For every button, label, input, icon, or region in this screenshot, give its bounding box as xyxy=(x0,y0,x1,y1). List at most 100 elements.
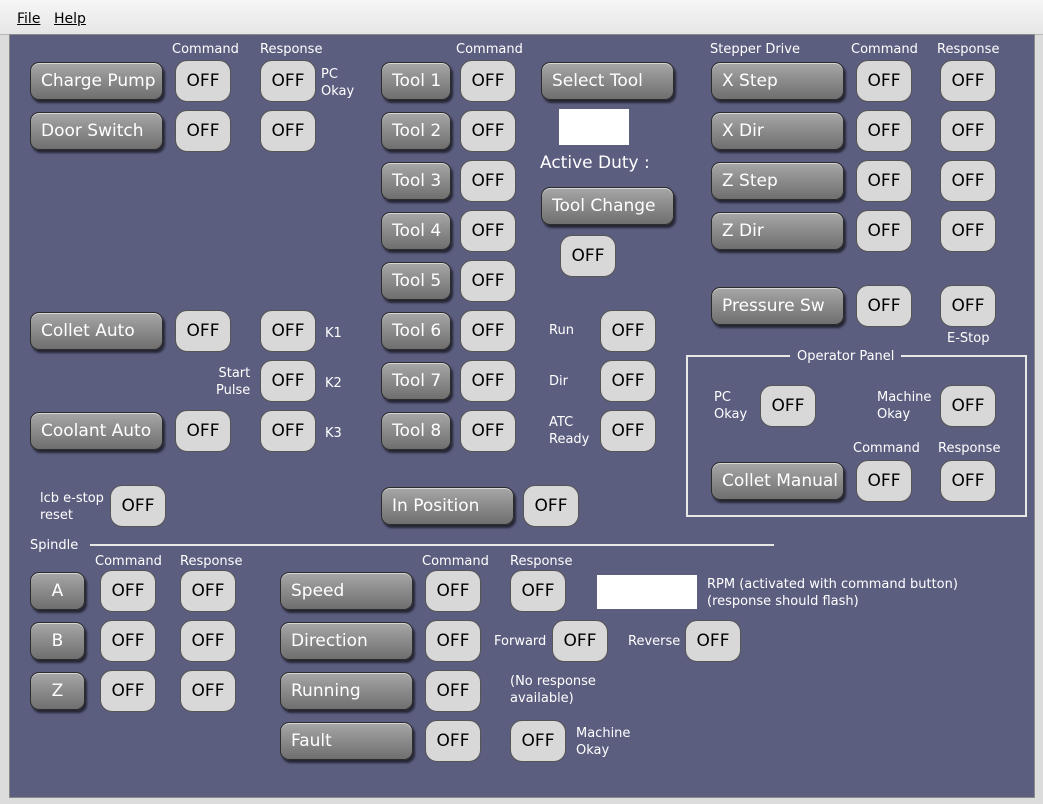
collet-manual-button[interactable]: Collet Manual xyxy=(711,462,844,500)
door-switch-command-indicator[interactable]: OFF xyxy=(175,110,231,152)
x-dir-command-indicator[interactable]: OFF xyxy=(856,110,912,152)
pressure-sw-button[interactable]: Pressure Sw xyxy=(711,287,844,325)
fault-command-indicator[interactable]: OFF xyxy=(425,720,481,762)
reverse-label: Reverse xyxy=(628,634,681,649)
k3-label: K3 xyxy=(325,426,342,441)
speed-command-indicator[interactable]: OFF xyxy=(425,570,481,612)
k1-indicator: OFF xyxy=(260,310,316,352)
operator-pc-okay-indicator: OFF xyxy=(760,385,816,427)
tool-change-button[interactable]: Tool Change xyxy=(541,187,674,225)
rpm-note: RPM (activated with command button) (res… xyxy=(707,577,958,609)
run-label: Run xyxy=(549,323,574,338)
pc-okay-label: PC Okay xyxy=(321,67,355,99)
running-command-indicator[interactable]: OFF xyxy=(425,670,481,712)
lcb-estop-reset-indicator[interactable]: OFF xyxy=(110,485,166,527)
tool-7-button[interactable]: Tool 7 xyxy=(381,362,451,400)
fault-button[interactable]: Fault xyxy=(280,722,413,760)
direction-command-indicator[interactable]: OFF xyxy=(425,620,481,662)
stepper-drive-label: Stepper Drive xyxy=(710,42,800,57)
charge-pump-command-indicator[interactable]: OFF xyxy=(175,60,231,102)
pressure-sw-command-indicator[interactable]: OFF xyxy=(856,285,912,327)
z-step-button[interactable]: Z Step xyxy=(711,162,844,200)
selected-tool-display xyxy=(559,109,629,145)
coolant-auto-command-indicator[interactable]: OFF xyxy=(175,410,231,452)
door-switch-button[interactable]: Door Switch xyxy=(30,112,163,150)
spindle-z-response-indicator: OFF xyxy=(180,670,236,712)
lcb-estop-reset-label: lcb e-stop reset xyxy=(40,491,104,523)
tool-6-button[interactable]: Tool 6 xyxy=(381,312,451,350)
in-position-button[interactable]: In Position xyxy=(381,487,514,525)
operator-panel-title: Operator Panel xyxy=(790,348,902,365)
tool-6-indicator: OFF xyxy=(460,310,516,352)
spindle-z-button[interactable]: Z xyxy=(30,672,85,710)
stepper-response-header: Response xyxy=(937,42,1000,57)
run-indicator: OFF xyxy=(600,310,656,352)
tool-1-button[interactable]: Tool 1 xyxy=(381,62,451,100)
forward-indicator: OFF xyxy=(552,620,608,662)
tool-3-indicator: OFF xyxy=(460,160,516,202)
z-dir-response-indicator: OFF xyxy=(940,210,996,252)
reverse-indicator: OFF xyxy=(685,620,741,662)
spindle-response-header: Response xyxy=(180,554,243,569)
k1-label: K1 xyxy=(325,326,342,341)
coolant-auto-button[interactable]: Coolant Auto xyxy=(30,412,163,450)
tool-4-button[interactable]: Tool 4 xyxy=(381,212,451,250)
spindle-b-command-indicator[interactable]: OFF xyxy=(100,620,156,662)
active-duty-label: Active Duty : xyxy=(540,153,650,173)
operator-pc-okay-label: PC Okay xyxy=(714,390,748,422)
running-button[interactable]: Running xyxy=(280,672,413,710)
x-step-button[interactable]: X Step xyxy=(711,62,844,100)
e-stop-label: E-Stop xyxy=(947,331,990,346)
in-position-indicator: OFF xyxy=(523,485,579,527)
speed-button[interactable]: Speed xyxy=(280,572,413,610)
spindle-label: Spindle xyxy=(30,538,79,553)
select-tool-button[interactable]: Select Tool xyxy=(541,62,674,100)
spindle-divider xyxy=(90,544,774,546)
operator-machine-okay-label: Machine Okay xyxy=(877,390,932,422)
menu-help[interactable]: Help xyxy=(54,11,86,27)
rpm-input[interactable] xyxy=(597,575,697,609)
speed-response-indicator: OFF xyxy=(510,570,566,612)
menu-bar: File Help xyxy=(0,0,1043,35)
spindle-machine-okay-indicator: OFF xyxy=(510,720,566,762)
menu-file[interactable]: File xyxy=(17,11,40,27)
dir-indicator: OFF xyxy=(600,360,656,402)
tool-7-indicator: OFF xyxy=(460,360,516,402)
collet-auto-command-indicator[interactable]: OFF xyxy=(175,310,231,352)
direction-button[interactable]: Direction xyxy=(280,622,413,660)
tool-8-button[interactable]: Tool 8 xyxy=(381,412,451,450)
x-dir-response-indicator: OFF xyxy=(940,110,996,152)
spindle-a-command-indicator[interactable]: OFF xyxy=(100,570,156,612)
spindle-z-command-indicator[interactable]: OFF xyxy=(100,670,156,712)
start-pulse-label: Start Pulse xyxy=(216,366,251,398)
tool-3-button[interactable]: Tool 3 xyxy=(381,162,451,200)
charge-pump-button[interactable]: Charge Pump xyxy=(30,62,163,100)
tool-command-header: Command xyxy=(456,42,523,57)
tool-5-indicator: OFF xyxy=(460,260,516,302)
collet-auto-button[interactable]: Collet Auto xyxy=(30,312,163,350)
atc-ready-label: ATC Ready xyxy=(549,415,590,447)
z-dir-command-indicator[interactable]: OFF xyxy=(856,210,912,252)
menu-file-label: File xyxy=(17,11,41,27)
z-dir-button[interactable]: Z Dir xyxy=(711,212,844,250)
tool-2-button[interactable]: Tool 2 xyxy=(381,112,451,150)
stepper-command-header: Command xyxy=(851,42,918,57)
collet-manual-command-indicator[interactable]: OFF xyxy=(856,460,912,502)
spindle-a-response-indicator: OFF xyxy=(180,570,236,612)
command-header: Command xyxy=(172,42,239,57)
spindle-a-button[interactable]: A xyxy=(30,572,85,610)
tool-8-indicator: OFF xyxy=(460,410,516,452)
x-step-response-indicator: OFF xyxy=(940,60,996,102)
k2-label: K2 xyxy=(325,376,342,391)
spindle-machine-okay-label: Machine Okay xyxy=(576,726,631,758)
x-step-command-indicator[interactable]: OFF xyxy=(856,60,912,102)
operator-response-header: Response xyxy=(938,441,1001,456)
spindle-b-button[interactable]: B xyxy=(30,622,85,660)
speed-response-header: Response xyxy=(510,554,573,569)
collet-manual-response-indicator: OFF xyxy=(940,460,996,502)
response-header: Response xyxy=(260,42,323,57)
forward-label: Forward xyxy=(494,634,547,649)
x-dir-button[interactable]: X Dir xyxy=(711,112,844,150)
tool-5-button[interactable]: Tool 5 xyxy=(381,262,451,300)
z-step-command-indicator[interactable]: OFF xyxy=(856,160,912,202)
